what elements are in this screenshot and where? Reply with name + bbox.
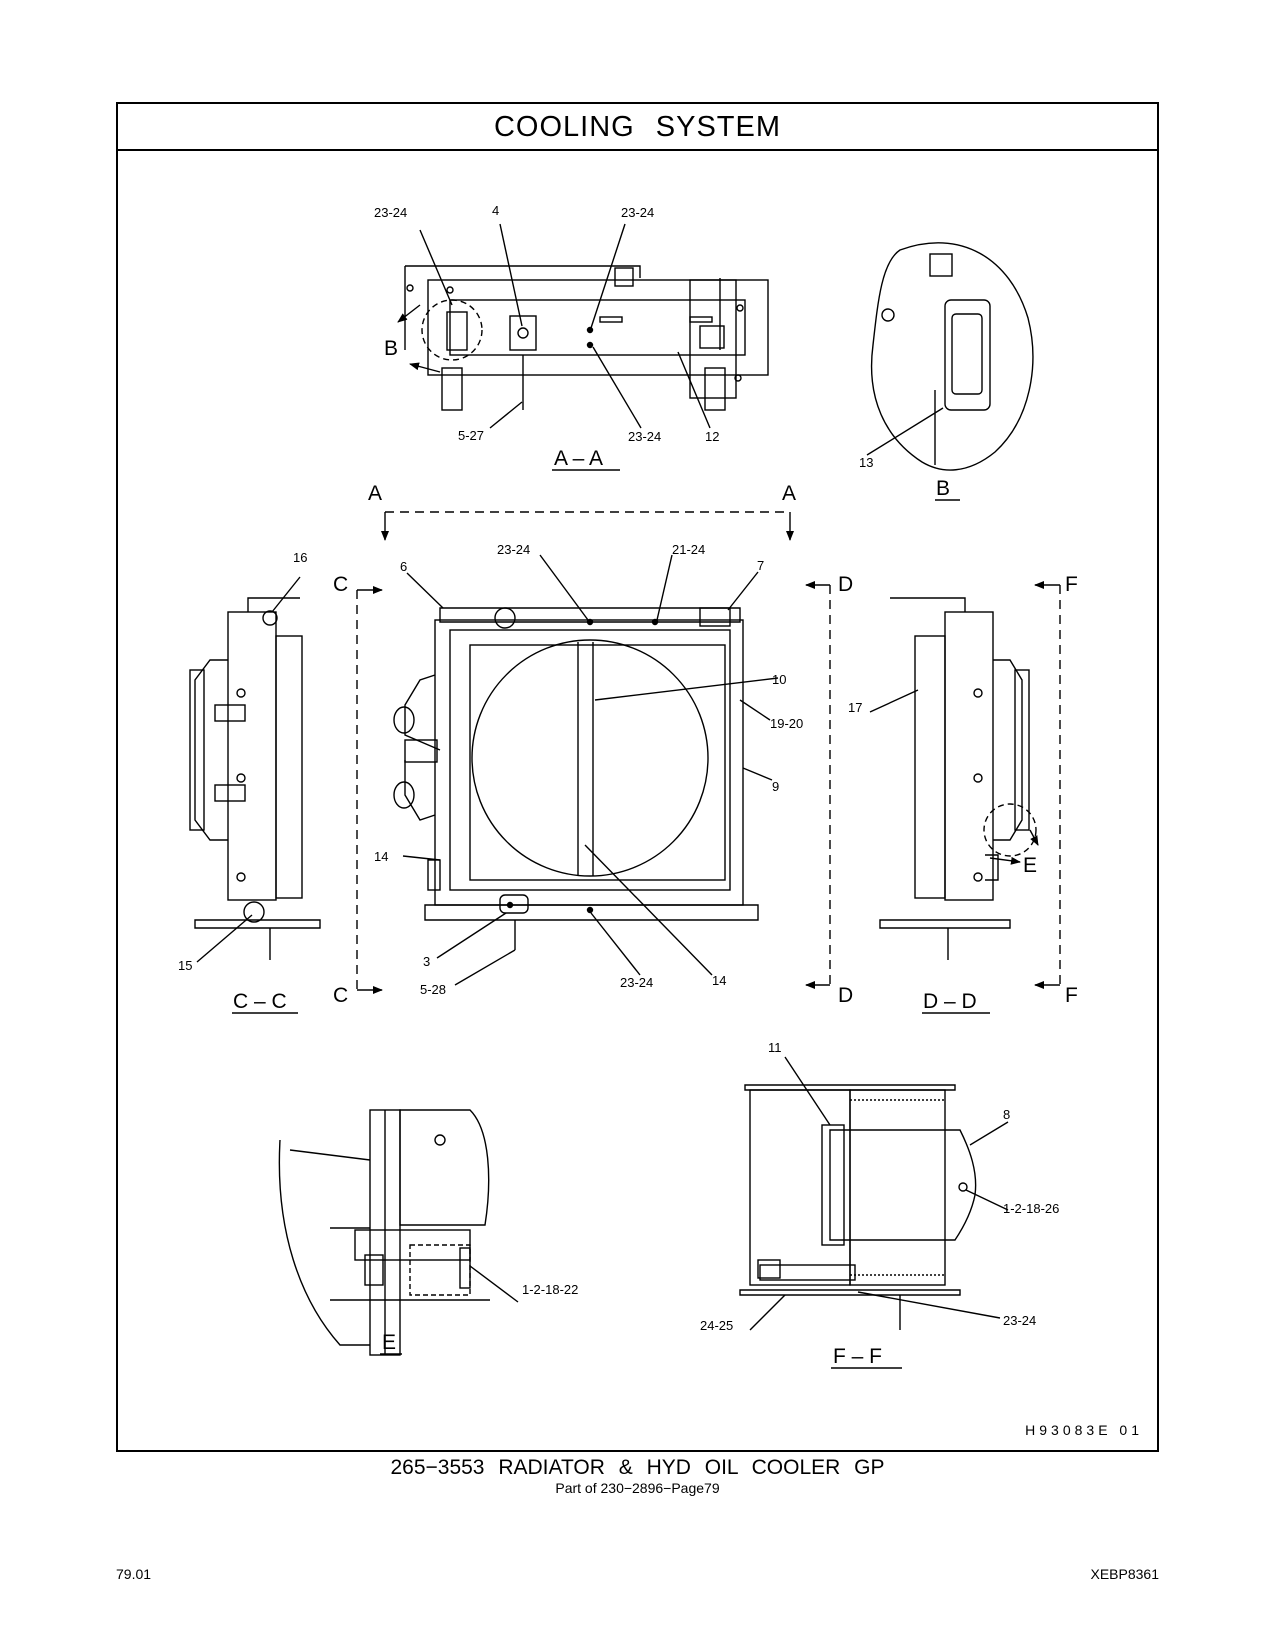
leader-cc-16 (271, 576, 301, 613)
callout-e-1-2-18-22: 1-2-18-22 (522, 1282, 578, 1297)
view-ff-drawing (739, 1084, 977, 1330)
callout-aa-12: 12 (705, 429, 719, 444)
callout-aa-23-24-right: 23-24 (621, 205, 654, 220)
view-dd-drawing (879, 597, 1037, 960)
view-aa-drawing (404, 265, 769, 411)
marker-a-right: A (782, 482, 796, 505)
diagram-frame: COOLING SYSTEM H93083E 01 (116, 102, 1159, 1452)
view-title-b: B (936, 477, 950, 500)
callout-aa-4: 4 (492, 203, 499, 218)
view-title-ff: F – F (833, 1345, 882, 1368)
marker-b: B (384, 337, 398, 360)
leader-aa-23-24-right (590, 223, 626, 329)
callout-ff-1-2-18-26: 1-2-18-26 (1003, 1201, 1059, 1216)
leader-b-13 (866, 407, 944, 456)
group-subtitle: Part of 230−2896−Page79 (555, 1480, 720, 1496)
callout-aa-23-24-bottom: 23-24 (628, 429, 661, 444)
marker-d-top: D (838, 573, 853, 596)
view-title-cc: C – C (233, 990, 287, 1013)
drawing-code: H93083E 01 (1025, 1422, 1143, 1438)
callout-aa-5-27: 5-27 (458, 428, 484, 443)
callout-cc-16: 16 (293, 550, 307, 565)
callout-dd-17: 17 (848, 700, 862, 715)
callout-main-19-20: 19-20 (770, 716, 803, 731)
document-code: XEBP8361 (1090, 1566, 1160, 1582)
callout-main-10: 10 (772, 672, 786, 687)
leader-main-3 (436, 912, 507, 959)
callout-main-14-bottom: 14 (712, 973, 726, 988)
view-title-aa: A – A (554, 447, 603, 470)
marker-d-bottom: D (838, 984, 853, 1007)
leader-main-6 (406, 572, 444, 609)
leader-cc-15 (196, 914, 253, 963)
leader-main-21-24 (656, 554, 673, 621)
marker-c-top: C (333, 573, 348, 596)
leader-main-10 (594, 677, 779, 701)
leader-ff-23-24 (857, 1291, 1001, 1319)
leader-ff-11 (784, 1056, 831, 1126)
section-arrow-e-upper (1029, 829, 1039, 846)
marker-f-top: F (1065, 573, 1078, 596)
callout-main-21-24: 21-24 (672, 542, 705, 557)
leader-ff-24-25 (749, 1294, 786, 1331)
leader-dd-17 (869, 689, 919, 713)
marker-a-left: A (368, 482, 382, 505)
callout-ff-11: 11 (768, 1040, 782, 1055)
detail-e-drawing (278, 1109, 490, 1356)
leader-main-14-bottom (584, 844, 713, 976)
marker-c-bottom: C (333, 984, 348, 1007)
callout-main-23-24-top: 23-24 (497, 542, 530, 557)
callout-cc-15: 15 (178, 958, 192, 973)
callout-ff-24-25: 24-25 (700, 1318, 733, 1333)
callout-main-23-24-bottom: 23-24 (620, 975, 653, 990)
callout-main-9: 9 (772, 779, 779, 794)
leader-main-23-24-bottom (590, 912, 641, 976)
view-title-dd: D – D (923, 990, 977, 1013)
leader-main-23-24-top (539, 554, 589, 621)
callout-main-5-28: 5-28 (420, 982, 446, 997)
marker-f-bottom: F (1065, 984, 1078, 1007)
page-title: COOLING SYSTEM (118, 104, 1157, 151)
leader-aa-23-24-left (419, 229, 453, 306)
callout-main-6: 6 (400, 559, 407, 574)
page-number: 79.01 (116, 1566, 152, 1582)
callout-main-3: 3 (423, 954, 430, 969)
leader-e-1-2-18-22 (469, 1265, 519, 1303)
detail-b-drawing (870, 242, 1034, 471)
callout-main-14-left: 14 (374, 849, 388, 864)
leader-main-9 (742, 767, 773, 781)
leader-main-5-28 (454, 949, 516, 986)
radiator-front-drawing (393, 607, 759, 950)
view-cc-drawing (189, 597, 321, 960)
section-arrow-b-upper (397, 304, 421, 323)
leader-ff-8 (969, 1121, 1009, 1146)
leader-aa-5-27 (489, 401, 523, 429)
leader-main-7 (727, 571, 759, 611)
group-title: 265−3553 RADIATOR & HYD OIL COOLER GP (390, 1456, 885, 1479)
section-arrow-b-lower (409, 362, 441, 373)
callout-b-13: 13 (859, 455, 873, 470)
leader-ff-1-2-18-26 (965, 1189, 1009, 1211)
callout-aa-23-24-left: 23-24 (374, 205, 407, 220)
leader-aa-4 (499, 223, 523, 327)
callout-ff-8: 8 (1003, 1107, 1010, 1122)
view-title-e: E (382, 1331, 396, 1354)
leader-aa-12 (677, 351, 711, 429)
leader-main-14-left (402, 855, 441, 861)
marker-e: E (1023, 854, 1037, 877)
leader-main-19-20 (739, 699, 771, 721)
callout-main-7: 7 (757, 558, 764, 573)
callout-ff-23-24: 23-24 (1003, 1313, 1036, 1328)
section-arrow-e-lower (989, 856, 1021, 865)
leader-aa-23-24-bottom (592, 346, 642, 429)
